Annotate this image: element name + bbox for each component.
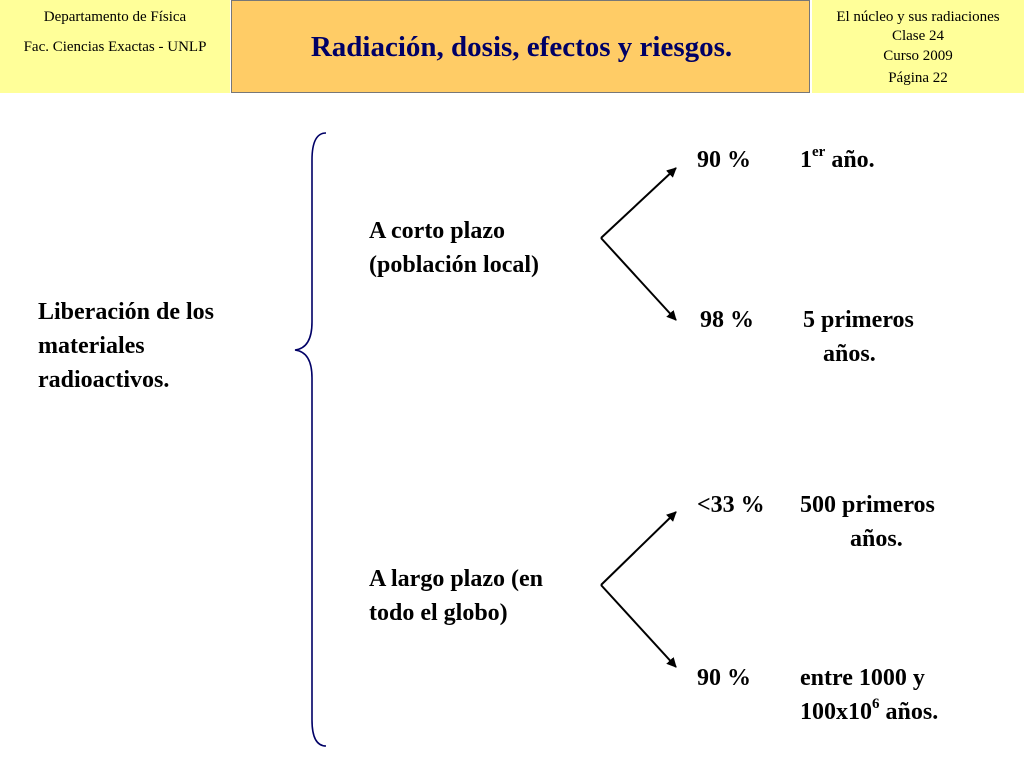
- header-left-panel: Departamento de Física Fac. Ciencias Exa…: [0, 0, 230, 93]
- long-lower-period-line-1: entre 1000 y: [800, 665, 925, 691]
- page-number-label: Página 22: [888, 70, 948, 86]
- arrow-long-upper: [600, 511, 677, 586]
- short-term-line-1: A corto plazo: [369, 218, 505, 244]
- long-lower-period-line-2: 100x106 años.: [800, 695, 938, 729]
- root-line-2: materiales: [38, 333, 145, 359]
- curly-brace: [294, 132, 327, 747]
- short-term-line-2: (población local): [369, 252, 540, 278]
- long-upper-percent: <33 %: [697, 492, 765, 518]
- course-year-label: Curso 2009: [883, 48, 953, 64]
- short-lower-percent: 98 %: [700, 307, 754, 333]
- header-title-panel: Radiación, dosis, efectos y riesgos.: [231, 0, 810, 93]
- arrow-short-lower: [600, 237, 677, 321]
- short-upper-period-rest: año.: [825, 147, 875, 173]
- class-number-label: Clase 24: [891, 28, 945, 44]
- faculty-label: Fac. Ciencias Exactas - UNLP: [23, 39, 207, 55]
- short-upper-period: 1er año.: [800, 143, 875, 177]
- course-name-label: El núcleo y sus radiaciones: [836, 9, 1000, 25]
- long-lower-period-sup: 6: [872, 696, 880, 712]
- root-line-1: Liberación de los: [38, 299, 215, 325]
- short-upper-period-sup: er: [812, 144, 826, 160]
- arrow-long-lower: [600, 584, 677, 668]
- long-lower-percent: 90 %: [697, 665, 751, 691]
- long-term-line-1: A largo plazo (en: [369, 566, 543, 592]
- page-title: Radiación, dosis, efectos y riesgos.: [310, 31, 733, 63]
- short-upper-percent: 90 %: [697, 147, 751, 173]
- short-upper-period-base: 1: [800, 147, 812, 173]
- root-line-3: radioactivos.: [38, 367, 170, 393]
- long-upper-period-line-2: años.: [850, 526, 903, 552]
- long-lower-period-base: 100x10: [800, 699, 872, 725]
- short-lower-period-line-2: años.: [823, 341, 876, 367]
- long-upper-period-line-1: 500 primeros: [800, 492, 935, 518]
- long-lower-period-rest: años.: [879, 699, 939, 725]
- long-term-line-2: todo el globo): [369, 600, 508, 626]
- header-right-panel: El núcleo y sus radiaciones Clase 24 Cur…: [812, 0, 1024, 93]
- department-label: Departamento de Física: [43, 9, 187, 25]
- arrow-short-upper: [600, 167, 677, 239]
- short-lower-period-line-1: 5 primeros: [803, 307, 914, 333]
